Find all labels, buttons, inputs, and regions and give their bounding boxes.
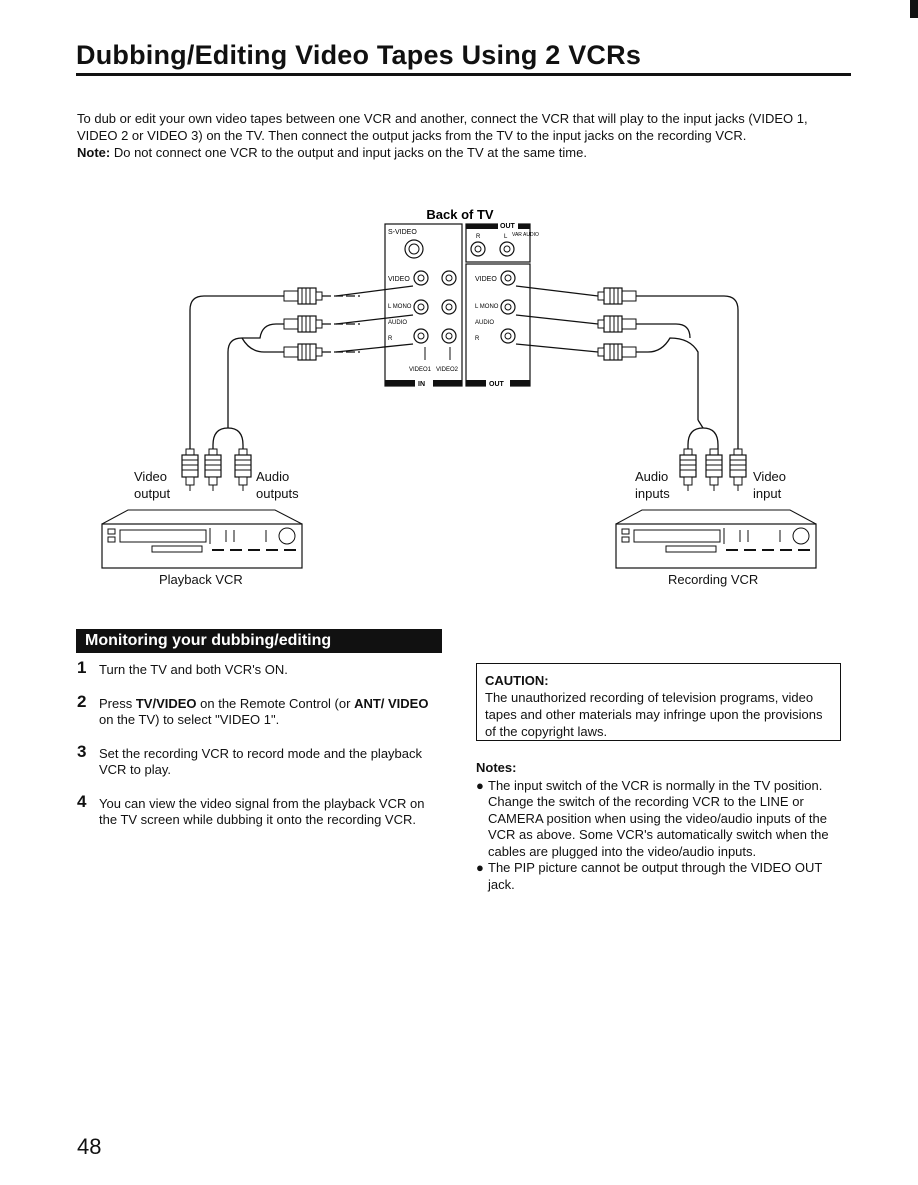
step-number: 2 <box>77 691 87 711</box>
step-text: Set the recording VCR to record mode and… <box>99 745 423 778</box>
out-top-label: OUT <box>500 223 516 230</box>
recording-vcr-label: Recording VCR <box>668 572 759 587</box>
tv-video-key: TV/VIDEO <box>135 695 197 711</box>
caution-title: CAUTION: <box>485 673 549 688</box>
note-item: ● The input switch of the VCR is normall… <box>476 778 846 861</box>
page-title: Dubbing/Editing Video Tapes Using 2 VCRs <box>76 40 642 70</box>
r-in-label: R <box>388 336 393 342</box>
note-line: The PIP picture cannot be output through… <box>488 860 823 892</box>
notes-heading: Notes: <box>476 760 517 775</box>
note-line: Change the switch of the recording VCR t… <box>488 794 829 859</box>
tv-output-panel: OUT R L VAR AUDIO VIDEO L MONO AUDIO R O… <box>465 219 539 388</box>
r-out-label: R <box>475 336 480 342</box>
audio-out-label: AUDIO <box>475 320 494 326</box>
steps-list: 1 Turn the TV and both VCR's ON. 2 Press… <box>77 658 442 846</box>
audio-inputs-label: Audio inputs <box>635 469 670 501</box>
tv-input-panel: S-VIDEO VIDEO L MONO AUDIO R VIDEO1 VIDE… <box>384 223 463 388</box>
recording-vcr <box>615 509 817 569</box>
audio-outputs-label: Audio outputs <box>256 469 299 501</box>
intro-text: To dub or edit your own video tapes betw… <box>77 111 808 143</box>
bullet-icon: ● <box>476 777 484 793</box>
connection-diagram: Back of TV S-VIDEO VIDEO L MONO AUDIO R … <box>101 207 817 569</box>
video-input-label: Video input <box>753 469 787 501</box>
title-rule <box>76 73 851 76</box>
playback-vcr <box>101 509 303 569</box>
page-number: 48 <box>77 1134 102 1159</box>
ant-video-key: ANT/ VIDEO <box>354 695 429 711</box>
step-1: 1 Turn the TV and both VCR's ON. <box>77 658 442 679</box>
note-line: The input switch of the VCR is normally … <box>488 777 823 793</box>
step-number: 1 <box>77 658 87 677</box>
step-4: 4 You can view the video signal from the… <box>77 791 442 829</box>
caution-box: CAUTION: The unauthorized recording of t… <box>476 663 841 741</box>
playback-vcr-label: Playback VCR <box>159 572 243 587</box>
video-out-label: VIDEO <box>475 276 497 283</box>
step-2: 2 Press TV/VIDEO on the Remote Control (… <box>77 691 442 729</box>
in-label: IN <box>418 381 425 388</box>
video2-label: VIDEO2 <box>436 367 459 373</box>
note-text: Do not connect one VCR to the output and… <box>113 145 587 160</box>
step-3: 3 Set the recording VCR to record mode a… <box>77 741 442 779</box>
step-number: 3 <box>77 741 87 761</box>
back-of-tv-label: Back of TV <box>426 207 494 222</box>
intro: To dub or edit your own video tapes betw… <box>77 110 847 161</box>
svideo-label: S-VIDEO <box>388 229 417 236</box>
video1-label: VIDEO1 <box>409 367 432 373</box>
var-audio-label: VAR AUDIO <box>512 232 539 238</box>
section-heading: Monitoring your dubbing/editing <box>76 629 442 653</box>
audio-in-label: AUDIO <box>388 320 407 326</box>
intro-note: Note: Do not connect one VCR to the outp… <box>77 144 847 161</box>
step-text-post: on the TV) to select "VIDEO 1". <box>99 712 280 727</box>
step-text-pre: Press <box>99 695 136 711</box>
step-text: Turn the TV and both VCR's ON. <box>99 662 288 677</box>
step-text-mid: on the Remote Control (or <box>196 695 355 711</box>
note-item: ● The PIP picture cannot be output throu… <box>476 860 846 893</box>
step-text: You can view the video signal from the p… <box>99 795 425 828</box>
caution-text: The unauthorized recording of television… <box>485 690 823 739</box>
left-cables <box>189 285 414 455</box>
r-out-top-label: R <box>476 234 481 240</box>
video-output-label: Video output <box>134 469 171 501</box>
notes: Notes: ● The input switch of the VCR is … <box>476 760 846 893</box>
l-mono-in-label: L MONO <box>388 304 412 310</box>
bullet-icon: ● <box>476 860 484 875</box>
right-cables <box>515 285 739 455</box>
video-in-label: VIDEO <box>388 276 410 283</box>
note-label: Note: <box>77 145 111 160</box>
step-number: 4 <box>77 791 87 811</box>
l-out-top-label: L <box>504 234 508 240</box>
l-mono-out-label: L MONO <box>475 304 499 310</box>
out-label: OUT <box>489 381 505 388</box>
corner-mark <box>910 0 918 18</box>
